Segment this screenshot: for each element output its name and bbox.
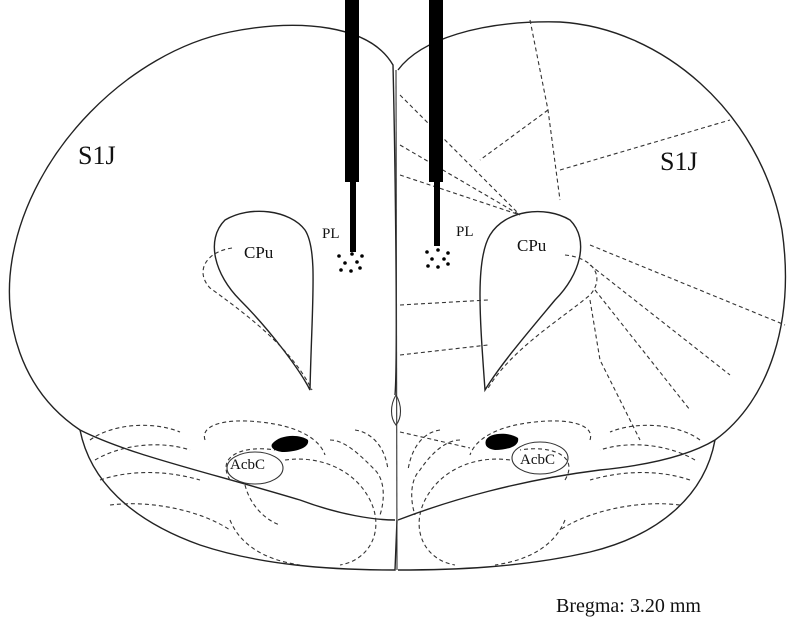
right-acbc-label: AcbC — [520, 452, 555, 468]
injection-dot — [446, 262, 450, 266]
right-cannula-guide — [429, 0, 443, 182]
midline — [395, 69, 398, 571]
injection-dot — [446, 251, 450, 255]
injection-dot — [426, 264, 430, 268]
left-cannula-tip — [350, 182, 356, 252]
left-pl-label: PL — [322, 226, 340, 242]
injection-dot — [343, 261, 347, 265]
injection-dot — [436, 265, 440, 269]
injection-dot — [339, 268, 343, 272]
injection-dot — [350, 252, 354, 256]
left-acbc-label: AcbC — [230, 457, 265, 473]
left-ventral-outline — [79, 429, 398, 571]
injection-dot — [337, 254, 341, 258]
injection-dot — [442, 257, 446, 261]
right-hemisphere-outline — [397, 21, 787, 521]
left-ventral-structures — [89, 420, 389, 566]
right-cannula-tip — [434, 182, 440, 246]
injection-dot — [349, 269, 353, 273]
left-s1j-label: S1J — [78, 141, 116, 170]
left-cannula-guide — [345, 0, 359, 182]
right-ventral-outline — [397, 439, 716, 571]
right-s1j-label: S1J — [660, 147, 698, 176]
injection-dot — [436, 248, 440, 252]
injection-dot — [355, 260, 359, 264]
right-pl-label: PL — [456, 224, 474, 240]
right-dashed-subdivisions — [399, 19, 786, 441]
right-cpu-dashed-outer — [486, 254, 598, 391]
right-injection-sites — [425, 248, 450, 269]
right-ventral-structures — [399, 420, 701, 566]
injection-dot — [358, 266, 362, 270]
right-cpu-label: CPu — [517, 236, 547, 255]
injection-dot — [425, 250, 429, 254]
left-anterior-commissure — [271, 435, 309, 452]
injection-dot — [430, 257, 434, 261]
left-cpu-outline — [213, 210, 314, 391]
right-cpu-outline — [479, 210, 582, 393]
left-cpu-dashed-outer — [202, 247, 313, 391]
right-anterior-commissure — [485, 433, 519, 450]
left-cpu-label: CPu — [244, 243, 274, 262]
midline-notch — [390, 394, 402, 426]
bregma-label: Bregma: 3.20 mm — [556, 595, 701, 617]
injection-dot — [360, 254, 364, 258]
left-injection-sites — [337, 252, 364, 273]
left-hemisphere-outline — [8, 24, 397, 521]
